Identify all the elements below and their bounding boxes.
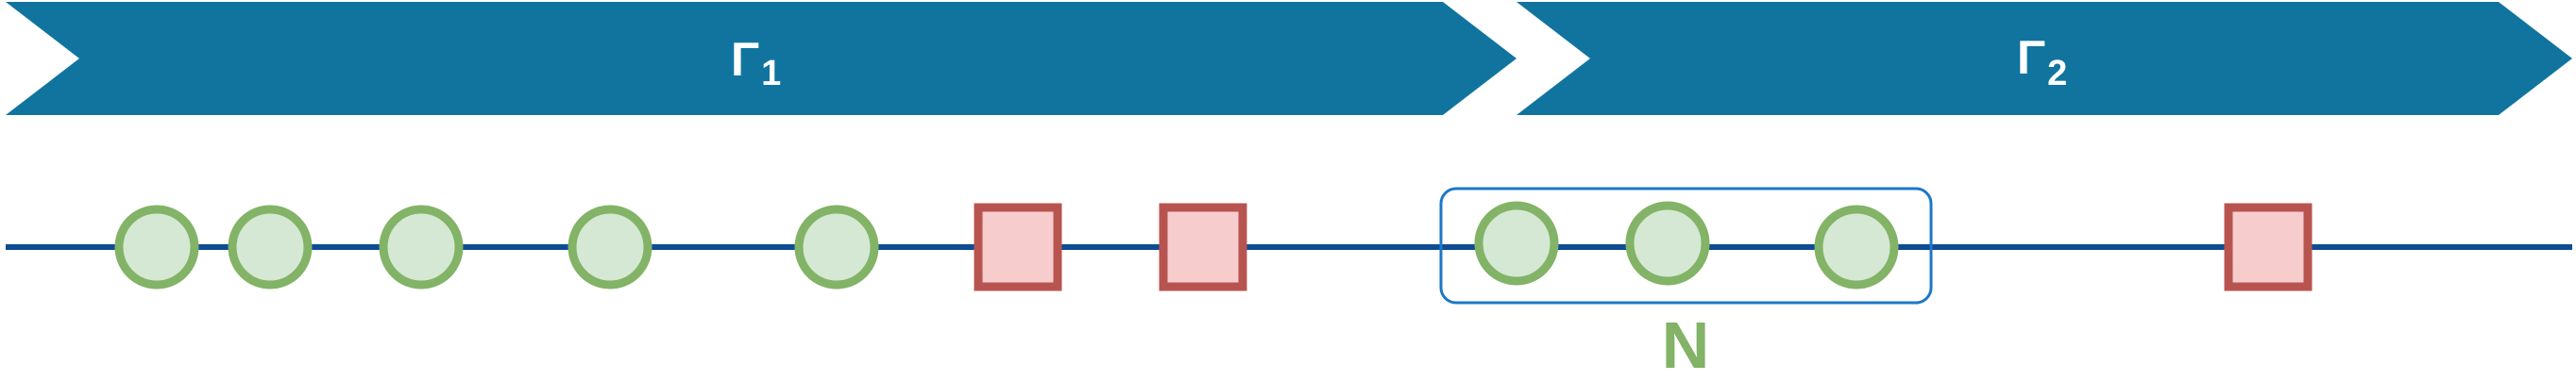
circle-event <box>228 205 313 290</box>
phase-gamma-1-arrow <box>6 2 1517 115</box>
circle-event <box>568 205 652 290</box>
phase-gamma-2-label: Γ2 <box>2017 31 2067 93</box>
phase-gamma-1-subscript: 1 <box>761 54 781 93</box>
square-event <box>974 203 1062 291</box>
square-event <box>2224 203 2313 291</box>
circle-event <box>379 205 464 290</box>
phase-gamma-2: Γ2 <box>1517 2 2572 115</box>
phase-gamma-1-symbol: Γ <box>731 33 759 86</box>
timeline-events <box>114 201 2313 291</box>
square-event <box>1159 203 1247 291</box>
group-n-box <box>1439 187 1933 305</box>
phase-gamma-2-arrow <box>1517 2 2572 115</box>
circle-event <box>114 205 199 290</box>
grouped-circle-event <box>1625 201 1710 286</box>
phase-gamma-2-symbol: Γ <box>2017 31 2045 84</box>
grouped-circle-event <box>1814 205 1899 290</box>
grouped-circle-event <box>1474 201 1559 286</box>
phase-gamma-1-label: Γ1 <box>731 33 781 93</box>
phase-gamma-2-subscript: 2 <box>2047 54 2067 93</box>
group-n-label: N <box>1662 308 1710 381</box>
circle-event <box>794 205 879 290</box>
phase-gamma-1: Γ1 <box>6 2 1517 115</box>
